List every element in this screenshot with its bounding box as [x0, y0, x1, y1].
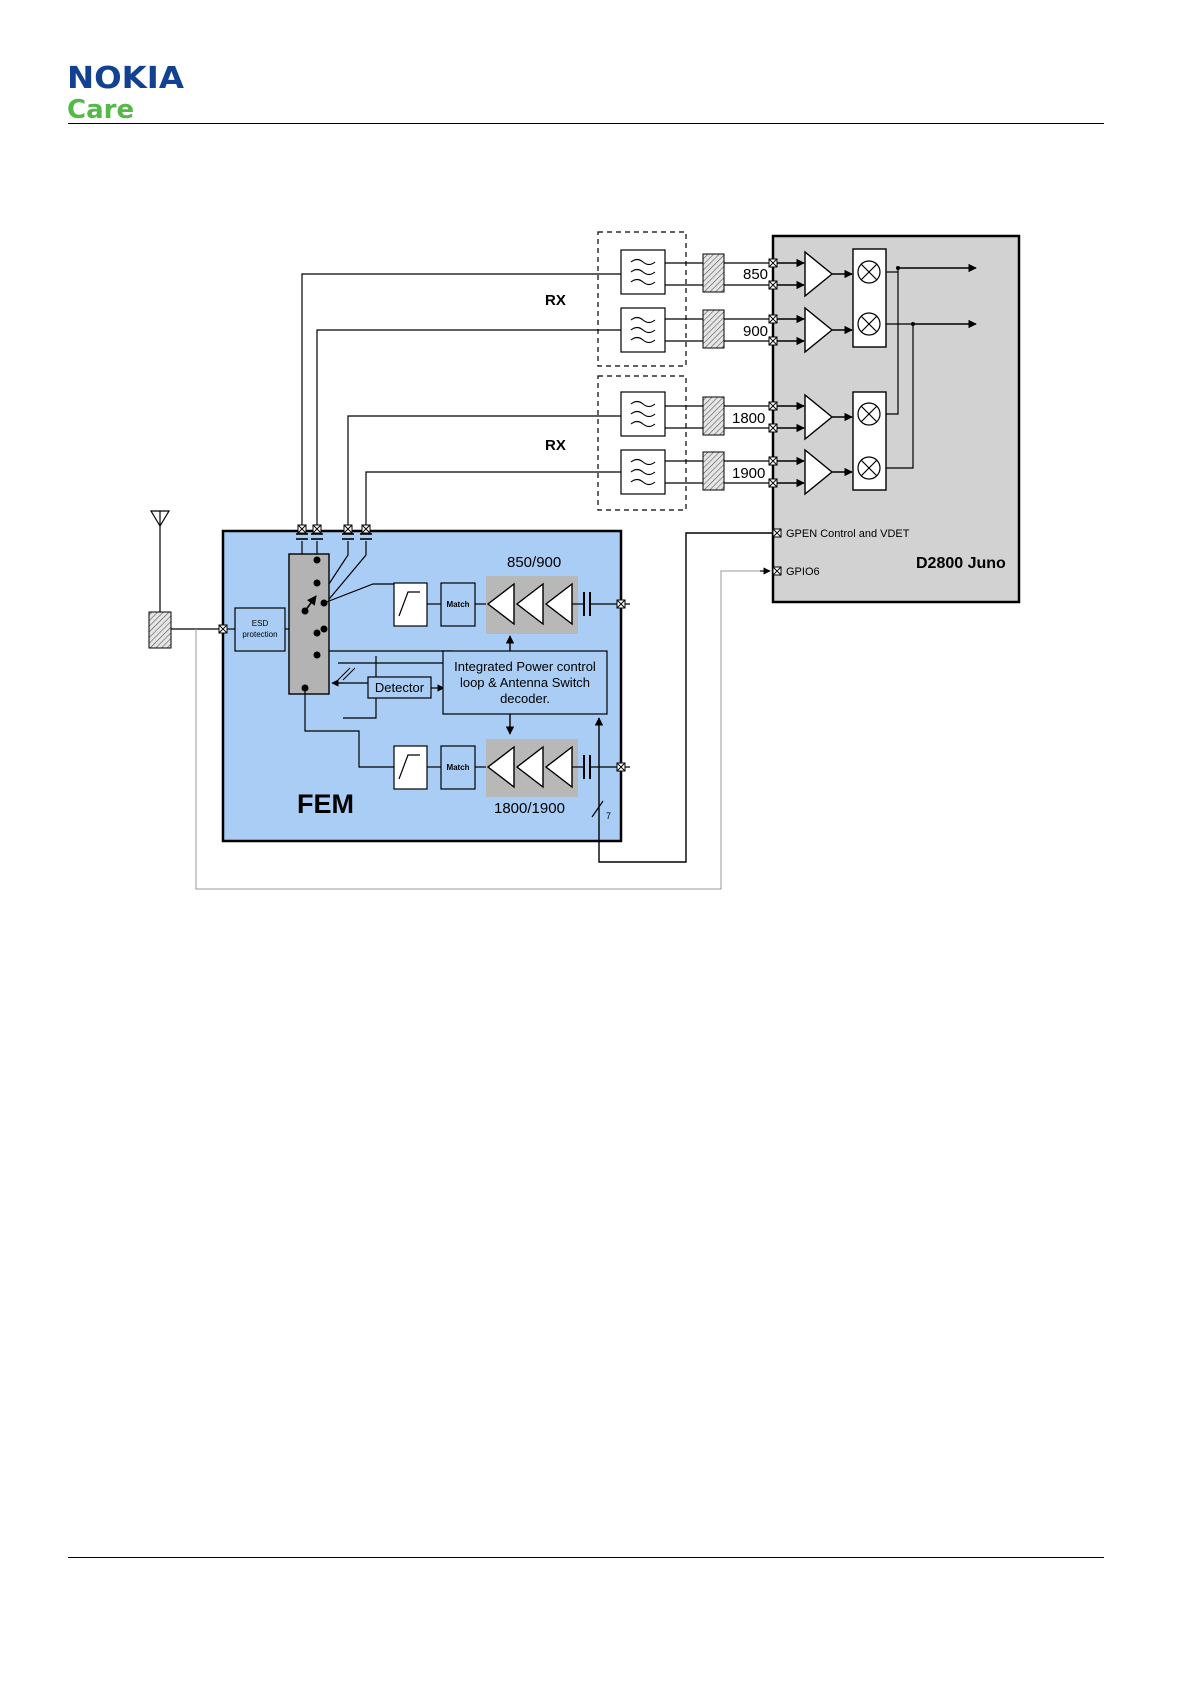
- match-label-high: Match: [446, 763, 469, 772]
- power-control-line1: Integrated Power control: [454, 659, 596, 674]
- power-control-line3: decoder.: [500, 691, 550, 706]
- esd-label-line2: protection: [242, 630, 277, 639]
- balun-1900: [703, 452, 724, 490]
- detector-label: Detector: [375, 680, 425, 695]
- gpen-label: GPEN Control and VDET: [786, 528, 910, 540]
- band-label-1800: 1800: [732, 410, 765, 427]
- bus-width-label: 7: [606, 811, 611, 821]
- saw-filter-1800: [621, 392, 665, 436]
- fem-label: FEM: [297, 789, 354, 819]
- antenna-icon: [151, 511, 169, 612]
- gpio6-label: GPIO6: [786, 566, 820, 578]
- gpen-port: [773, 529, 781, 537]
- band-label-850: 850: [743, 266, 768, 283]
- pa-low-port: [617, 600, 625, 608]
- band-label-1900: 1900: [732, 465, 765, 482]
- mixer-900: [858, 313, 880, 335]
- match-label-low: Match: [446, 600, 469, 609]
- pa-high-port: [617, 763, 625, 771]
- pa-low-label: 850/900: [507, 554, 561, 571]
- juno-chip-label: D2800 Juno: [916, 555, 1006, 572]
- gpen-control-line: [599, 533, 773, 862]
- esd-label-line1: ESD: [252, 619, 269, 628]
- balun-900: [703, 310, 724, 348]
- band-label-900: 900: [743, 323, 768, 340]
- fem-antenna-port: [219, 625, 227, 633]
- rx-feed-lines: [302, 274, 621, 527]
- saw-filter-900: [621, 308, 665, 352]
- highpass-filter-high: [394, 746, 427, 789]
- saw-filter-850: [621, 250, 665, 294]
- balun-1800: [703, 397, 724, 435]
- saw-filter-1900: [621, 450, 665, 494]
- rx-label-top: RX: [545, 292, 566, 309]
- power-control-line2: loop & Antenna Switch: [460, 675, 590, 690]
- mixer-1800: [858, 403, 880, 425]
- pa-high-label: 1800/1900: [494, 800, 565, 817]
- highpass-filter-low: [394, 583, 427, 626]
- antenna-switch: [289, 554, 329, 694]
- gpio6-port: [773, 567, 781, 575]
- rx-differential-lines: [665, 263, 773, 483]
- rx-label-bottom: RX: [545, 437, 566, 454]
- mixer-1900: [858, 457, 880, 479]
- mixer-850: [858, 261, 880, 283]
- balun-850: [703, 254, 724, 292]
- antenna-connector: [149, 612, 171, 648]
